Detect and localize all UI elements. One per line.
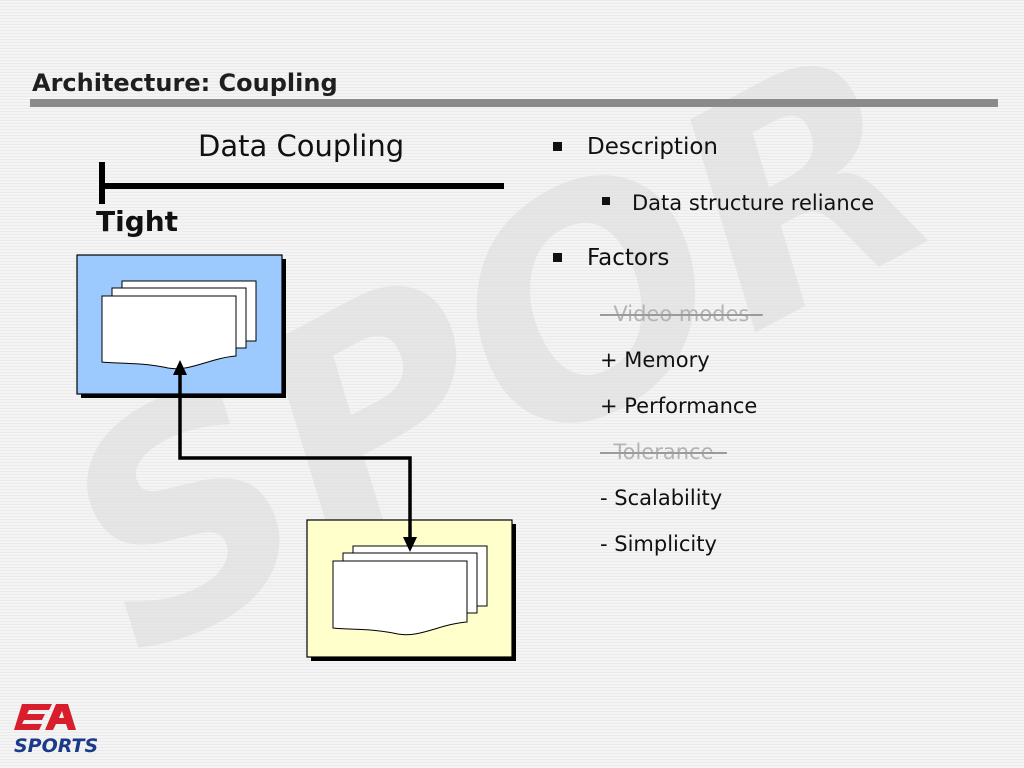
factor-item: + Performance: [600, 394, 758, 418]
factor-item: + Memory: [600, 348, 710, 372]
bullet-description-label: Description: [587, 134, 718, 160]
data-flow-connector: [178, 373, 412, 540]
diagram-heading: Data Coupling: [198, 129, 405, 163]
module-b-document-stack-icon: [332, 545, 488, 636]
bullet-square-icon: [553, 142, 562, 151]
coupling-scale-bar: [99, 162, 504, 204]
bullet-factors-label: Factors: [587, 245, 670, 271]
factor-item: Video modes: [613, 302, 750, 326]
bullet-square-icon: [553, 253, 562, 262]
bullet-square-icon: [602, 197, 610, 205]
ea-sports-logo: [14, 704, 76, 730]
bullet-description-detail-label: Data structure reliance: [632, 191, 875, 215]
factor-item: - Scalability: [600, 486, 723, 510]
slide-title: Architecture: Coupling: [32, 69, 338, 97]
title-divider: [30, 99, 998, 107]
arrow-up-icon: [173, 360, 187, 375]
arrow-down-icon: [403, 537, 417, 552]
factor-item: Tolerance: [613, 440, 714, 464]
bullet-description-detail: Data structure reliance: [602, 188, 875, 218]
scale-label-tight: Tight: [96, 205, 179, 238]
module-a-document-stack-icon: [101, 280, 257, 370]
bullet-description: Description: [553, 132, 718, 162]
bullet-factors: Factors: [553, 243, 670, 273]
factor-item: - Simplicity: [600, 532, 717, 556]
logo-wordmark: SPORTS: [14, 735, 99, 757]
